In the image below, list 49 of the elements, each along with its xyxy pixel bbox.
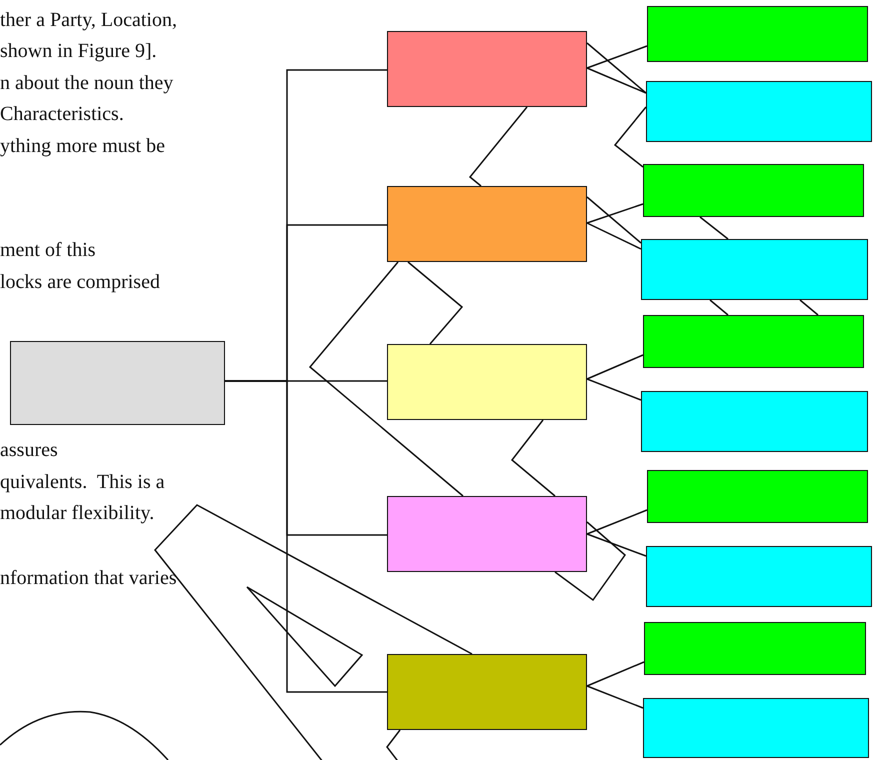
text-fragment: assures xyxy=(0,440,58,460)
connector-line xyxy=(586,42,646,94)
text-fragment: nformation that varies xyxy=(0,568,177,588)
connector-line xyxy=(586,45,648,69)
text-fragment: n about the noun they xyxy=(0,73,174,93)
rectangle-box xyxy=(644,622,866,675)
connector-line xyxy=(614,106,647,168)
rectangle-box xyxy=(10,341,225,425)
rectangle-box xyxy=(387,654,587,730)
text-fragment: quivalents. This is a xyxy=(0,472,165,492)
connector-line xyxy=(225,380,387,693)
text-fragment: ything more must be xyxy=(0,136,165,156)
rectangle-box xyxy=(641,391,868,452)
text-fragment: modular flexibility. xyxy=(0,503,154,523)
rectangle-box xyxy=(641,239,868,300)
connector-line xyxy=(468,106,528,187)
connector-line xyxy=(510,420,556,497)
text-fragment: Characteristics. xyxy=(0,104,124,124)
connector-line xyxy=(586,685,644,709)
connector-line xyxy=(586,509,648,535)
connector-line xyxy=(408,261,464,344)
rectangle-box xyxy=(643,164,864,217)
rectangle-box xyxy=(387,186,587,262)
connector-line xyxy=(586,196,642,244)
rectangle-box xyxy=(646,546,872,607)
rectangle-box xyxy=(646,81,872,142)
connector-line xyxy=(800,299,818,316)
rectangle-box xyxy=(387,496,587,572)
rectangle-box xyxy=(387,344,587,420)
text-fragment: ment of this xyxy=(0,240,96,260)
connector-line xyxy=(586,378,642,401)
rectangle-box xyxy=(387,31,587,107)
connector-line xyxy=(586,661,644,687)
rectangle-box xyxy=(647,6,868,62)
text-fragment: ther a Party, Location, xyxy=(0,10,177,30)
connector-line xyxy=(700,216,728,240)
connector-line xyxy=(710,299,728,316)
text-fragment: locks are comprised xyxy=(0,272,160,292)
connector-line xyxy=(586,533,646,557)
rectangle-box xyxy=(643,315,864,368)
rectangle-box xyxy=(647,470,868,523)
connector-line xyxy=(586,67,646,94)
connector-line xyxy=(154,504,472,760)
connector-line xyxy=(586,354,644,380)
connector-line xyxy=(308,262,464,497)
text-fragment: shown in Figure 9]. xyxy=(0,41,157,61)
connector-line xyxy=(586,222,642,250)
rectangle-box xyxy=(643,698,869,758)
connector-line xyxy=(586,203,644,224)
